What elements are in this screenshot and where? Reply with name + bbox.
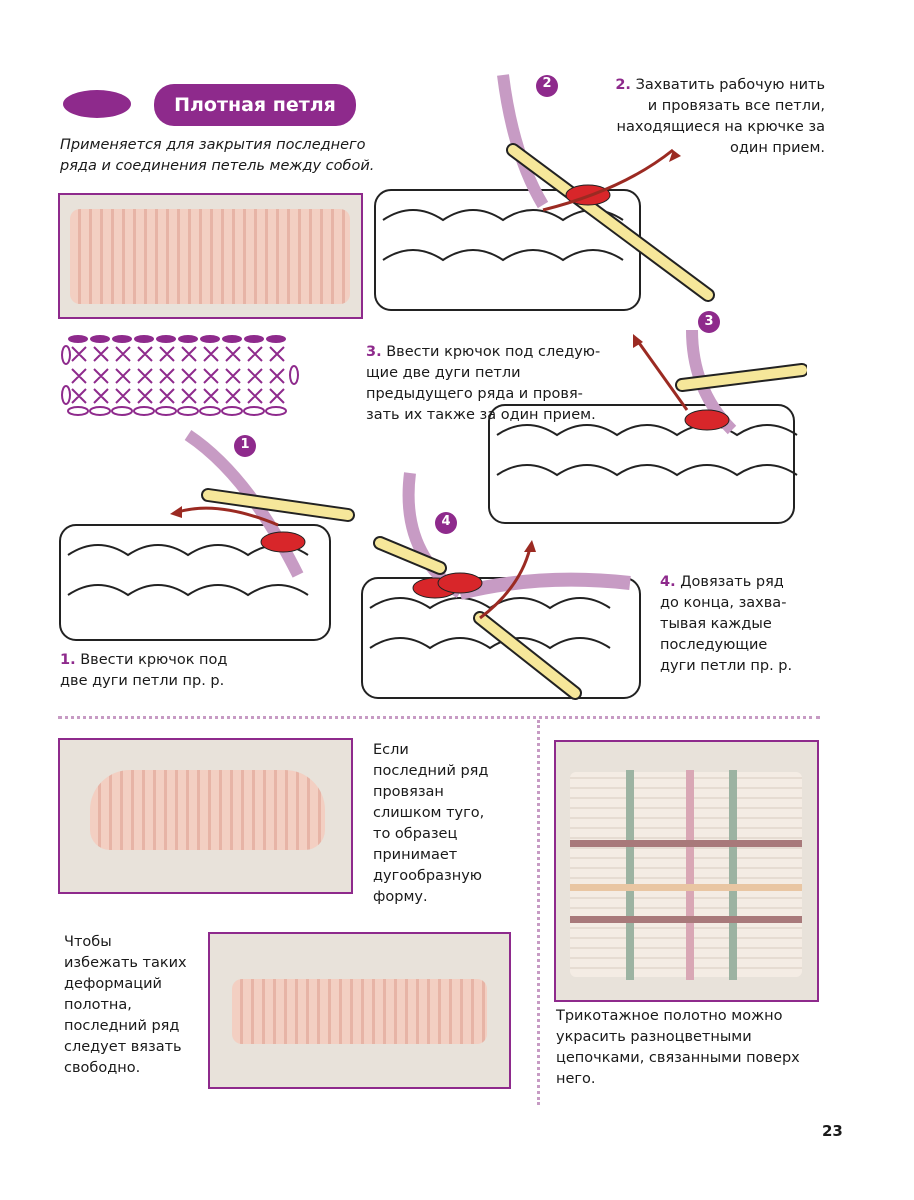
diagram-step-4	[361, 472, 641, 700]
step-1-badge-label: 1	[240, 437, 250, 452]
note-tight-row: Если последний ряд провязан слишком туго…	[373, 742, 489, 905]
stitch-chart	[61, 335, 299, 416]
step-4-description: Довязать ряд до конца, захва-тывая кажды…	[660, 574, 793, 674]
note-loose-row: Чтобы избежать таких деформаций полотна,…	[64, 934, 187, 1076]
step-2-description: Захватить рабочую нить и провязать все п…	[616, 77, 825, 156]
step-2-badge	[536, 75, 558, 97]
step-3-text: 3. Ввести крючок под следую-щие две дуги…	[366, 342, 611, 426]
step-2-number: 2.	[615, 77, 631, 93]
section-marker-oval	[63, 90, 131, 118]
step-3-number: 3.	[366, 344, 382, 360]
diagram-step-2	[374, 74, 715, 311]
step-2-badge-label: 2	[542, 76, 552, 91]
step-3-description: Ввести крючок под следую-щие две дуги пе…	[366, 344, 601, 423]
step-1-text: 1. Ввести крючок под две дуги петли пр. …	[60, 650, 230, 692]
horizontal-divider	[58, 716, 820, 719]
step-2-text: 2. Захватить рабочую нить и провязать вс…	[615, 75, 825, 159]
diagram-step-1	[59, 430, 355, 641]
step-4-badge-label: 4	[441, 514, 451, 529]
vertical-divider	[537, 720, 540, 1105]
step-4-number: 4.	[660, 574, 676, 590]
step-1-description: Ввести крючок под две дуги петли пр. р.	[60, 652, 228, 689]
section-title: Плотная петля	[154, 84, 356, 126]
note-decorated-fabric: Трикотажное полотно можно украсить разно…	[556, 1008, 800, 1087]
step-3-badge-label: 3	[704, 314, 714, 329]
page-number: 23	[822, 1122, 843, 1140]
photo-sample-flat	[58, 193, 363, 319]
photo-decorated-fabric	[554, 740, 819, 1002]
diagram-step-3	[488, 311, 807, 524]
photo-straight-sample	[208, 932, 511, 1089]
step-1-number: 1.	[60, 652, 76, 668]
section-subtitle: Применяется для закрытия последнего ряда…	[60, 137, 375, 174]
photo-curved-sample	[58, 738, 353, 894]
step-4-text: 4. Довязать ряд до конца, захва-тывая ка…	[660, 572, 800, 677]
